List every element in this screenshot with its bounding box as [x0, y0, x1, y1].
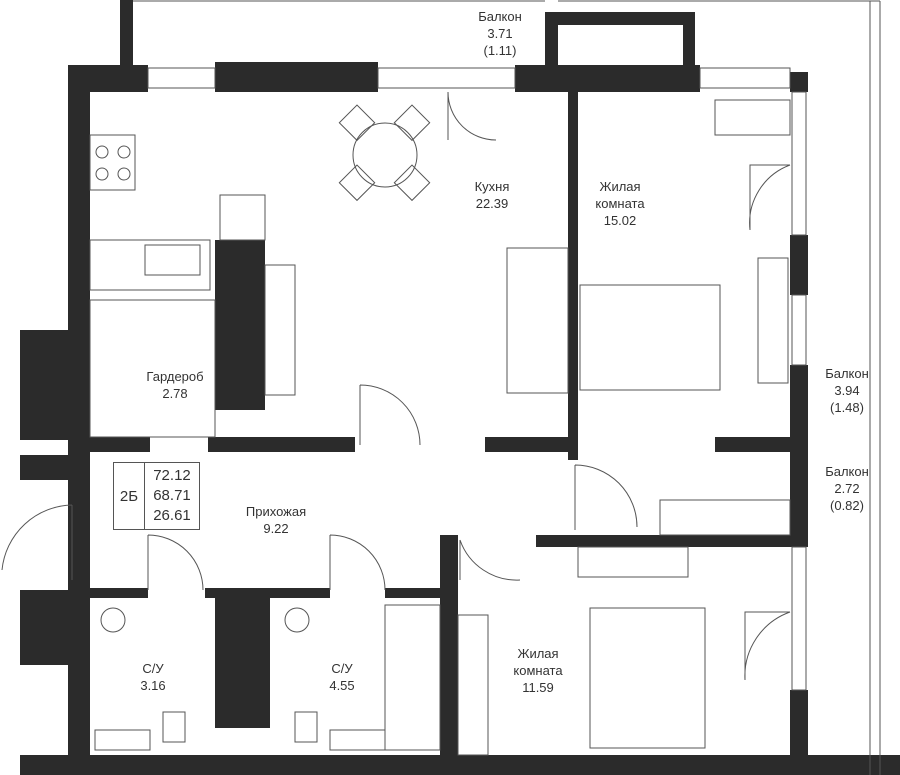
wardrobe-icon	[659, 499, 791, 536]
wardrobe-icon	[457, 614, 489, 756]
stove-icon	[89, 134, 136, 191]
bathtub-icon	[384, 604, 441, 751]
rooms-area: 26.61	[153, 507, 191, 524]
washer-icon	[100, 607, 126, 633]
doors	[1, 91, 791, 681]
total-area: 72.12	[153, 467, 191, 484]
sink-icon	[329, 729, 386, 751]
furniture	[89, 99, 791, 756]
bed-icon	[589, 607, 706, 749]
balcony-outline	[133, 0, 881, 775]
toilet-icon	[162, 711, 186, 743]
apartment-type: 2Б	[114, 463, 145, 529]
sink-icon	[144, 244, 201, 276]
sofa-icon	[506, 247, 569, 394]
bed-icon	[579, 284, 721, 391]
living-area: 68.71	[153, 487, 191, 504]
desk-icon	[714, 99, 791, 136]
sink-icon	[94, 729, 151, 751]
tv-stand-icon	[577, 546, 689, 578]
toilet-icon	[294, 711, 318, 743]
apartment-info-box: 2Б 72.12 68.71 26.61	[113, 462, 200, 530]
counter-icon	[89, 239, 211, 291]
tv-stand-icon	[264, 264, 296, 396]
desk-icon	[757, 257, 789, 384]
walls	[20, 0, 900, 775]
windows	[147, 67, 807, 691]
wardrobe-icon	[89, 299, 216, 438]
table-icon	[352, 122, 418, 188]
washer-icon	[284, 607, 310, 633]
vent-icon	[219, 194, 266, 241]
